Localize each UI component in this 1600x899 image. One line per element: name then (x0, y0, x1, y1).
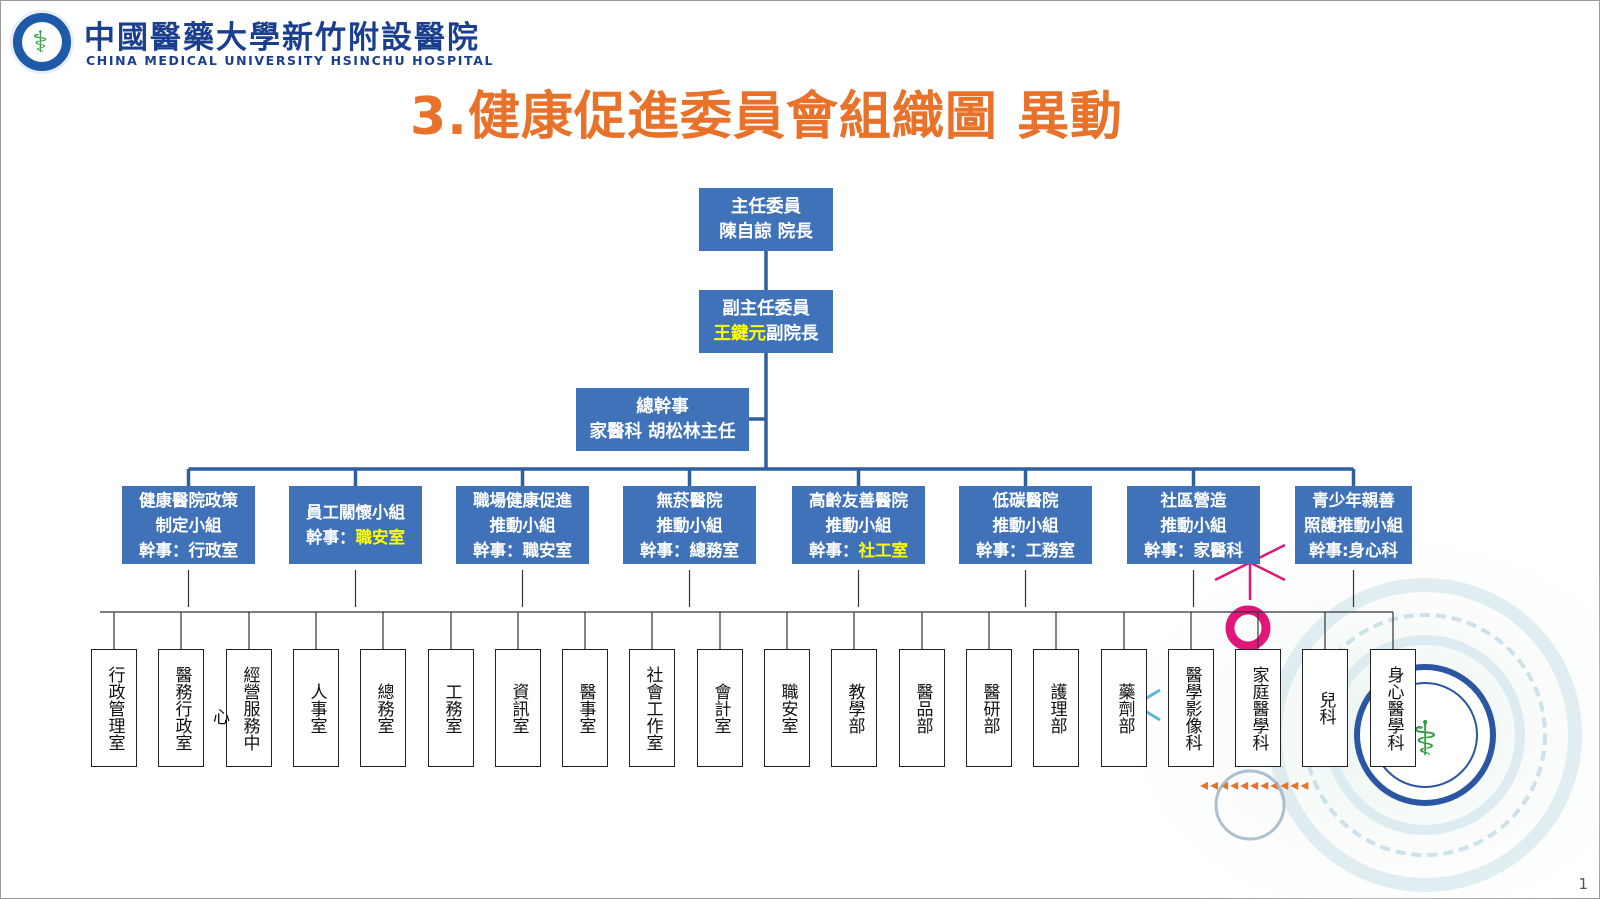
department-box: 醫研部 (966, 649, 1012, 767)
department-box: 藥劑部 (1101, 649, 1147, 767)
department-box: 教學部 (831, 649, 877, 767)
group-secretary: 幹事:身心科 (1295, 538, 1412, 563)
group-secretary: 幹事：行政室 (122, 538, 255, 563)
group-name-line1: 員工關懷小組 (306, 503, 405, 522)
group-secretary-label: 幹事:身心科 (1308, 540, 1399, 560)
group-name-line2: 推動小組 (992, 515, 1059, 535)
department-box: 身心醫學科 (1370, 649, 1416, 767)
department-box: 醫務行政室 (158, 649, 204, 767)
general-secretary-name: 家醫科 胡松林主任 (589, 421, 736, 442)
group-name-line2: 推動小組 (1160, 515, 1227, 535)
group-secretary-label: 幹事：工務室 (976, 540, 1075, 560)
group-name-line1: 職場健康促進 (473, 490, 572, 510)
department-box: 兒科 (1302, 649, 1348, 767)
department-box: 行政管理室 (91, 649, 137, 767)
group-name-line2: 推動小組 (825, 515, 892, 535)
vice-chair-name: 王鍵元 (713, 323, 767, 344)
chair-title: 主任委員 (731, 196, 801, 217)
department-box: 醫品部 (899, 649, 945, 767)
department-box: 社會工作室 (629, 649, 675, 767)
department-box: 經營服務中 (226, 649, 272, 767)
vice-chair-role: 副院長 (766, 323, 819, 344)
department-box: 人事室 (293, 649, 339, 767)
department-box: 醫事室 (562, 649, 608, 767)
group-box: 青少年親善照護推動小組幹事:身心科 (1295, 486, 1412, 564)
group-secretary-unit: 社工室 (858, 540, 909, 560)
group-secretary-label: 幹事： (306, 528, 356, 547)
chair-box: 主任委員 陳自諒 院長 (699, 188, 833, 251)
stray-character: 心 (213, 708, 230, 728)
hospital-name-en: CHINA MEDICAL UNIVERSITY HSINCHU HOSPITA… (86, 53, 495, 68)
group-secretary-label: 幹事：家醫科 (1144, 540, 1243, 560)
department-box: 會計室 (697, 649, 743, 767)
department-box: 醫學影像科 (1168, 649, 1214, 767)
department-box: 家庭醫學科 (1235, 649, 1281, 767)
vice-chair-title: 副主任委員 (722, 298, 810, 319)
group-name-line1: 社區營造 (1160, 490, 1227, 510)
group-name-line1: 青少年親善 (1312, 490, 1395, 510)
hospital-emblem-icon: ⚕ (10, 10, 74, 74)
group-box: 無菸醫院推動小組幹事：總務室 (623, 486, 756, 564)
group-box: 職場健康促進推動小組幹事：職安室 (456, 486, 589, 564)
chair-name: 陳自諒 院長 (719, 221, 813, 242)
department-box: 護理部 (1033, 649, 1079, 767)
group-secretary-label: 幹事： (809, 540, 859, 560)
group-secretary: 幹事：家醫科 (1127, 538, 1260, 563)
page-number: 1 (1578, 875, 1588, 893)
group-box: 健康醫院政策制定小組幹事：行政室 (122, 486, 255, 564)
group-name-line2: 推動小組 (656, 515, 723, 535)
group-name-line1: 健康醫院政策 (139, 490, 238, 510)
group-secretary-label: 幹事：總務室 (640, 540, 739, 560)
general-secretary-box: 總幹事 家醫科 胡松林主任 (576, 388, 749, 451)
hospital-logo-block: ⚕ 中國醫藥大學新竹附設醫院 CHINA MEDICAL UNIVERSITY … (10, 10, 492, 76)
group-secretary: 幹事：職安室 (289, 525, 422, 550)
group-name-line2: 推動小組 (489, 515, 556, 535)
general-secretary-title: 總幹事 (636, 396, 689, 417)
group-secretary-label: 幹事：行政室 (139, 540, 238, 560)
department-box: 職安室 (764, 649, 810, 767)
department-box: 總務室 (360, 649, 406, 767)
slide-title: 3.健康促進委員會組織圖 異動 (410, 87, 1124, 147)
group-name-line1: 無菸醫院 (656, 490, 723, 510)
group-box: 員工關懷小組幹事：職安室 (289, 486, 422, 564)
group-name-line1: 高齡友善醫院 (809, 490, 908, 510)
department-box: 工務室 (428, 649, 474, 767)
group-name-line1: 低碳醫院 (992, 490, 1059, 510)
group-secretary: 幹事：工務室 (959, 538, 1092, 563)
department-box: 資訊室 (495, 649, 541, 767)
group-name-line2: 制定小組 (155, 515, 222, 535)
vice-chair-box: 副主任委員 王鍵元副院長 (699, 290, 833, 353)
hospital-name-zh: 中國醫藥大學新竹附設醫院 (84, 20, 480, 56)
group-secretary-unit: 職安室 (355, 528, 406, 547)
group-box: 低碳醫院推動小組幹事：工務室 (959, 486, 1092, 564)
group-secretary-label: 幹事：職安室 (473, 540, 572, 560)
group-secretary: 幹事：社工室 (792, 538, 925, 563)
group-secretary: 幹事：總務室 (623, 538, 756, 563)
group-name-line2: 照護推動小組 (1304, 515, 1403, 535)
group-box: 社區營造推動小組幹事：家醫科 (1127, 486, 1260, 564)
svg-text:⚕: ⚕ (1412, 711, 1438, 767)
group-box: 高齡友善醫院推動小組幹事：社工室 (792, 486, 925, 564)
group-secretary: 幹事：職安室 (456, 538, 589, 563)
